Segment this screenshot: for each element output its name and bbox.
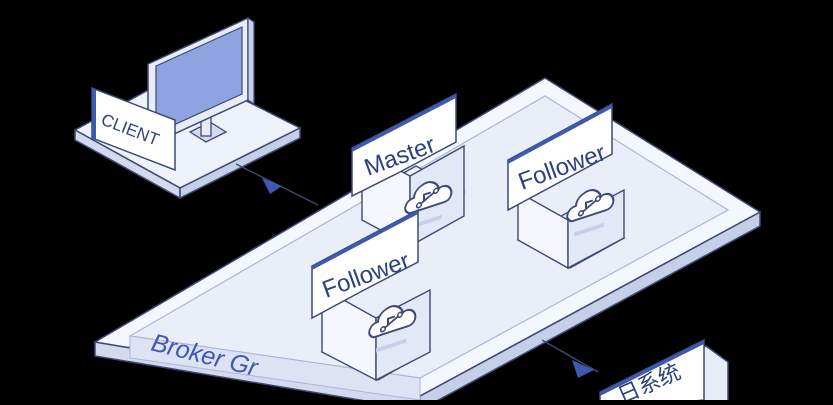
node-follower-right: Follower bbox=[507, 102, 626, 270]
monitor-icon bbox=[147, 16, 255, 148]
system-tag: 日系统 bbox=[599, 338, 729, 405]
client-tag: CLIENT bbox=[91, 86, 176, 172]
node-follower-front: Follower bbox=[311, 208, 432, 382]
client-workstation: CLIENT bbox=[73, 16, 302, 200]
edge-client-broker bbox=[235, 163, 319, 206]
node-follower-right-tag: Follower bbox=[507, 102, 613, 212]
edge-broker-system bbox=[541, 339, 599, 378]
